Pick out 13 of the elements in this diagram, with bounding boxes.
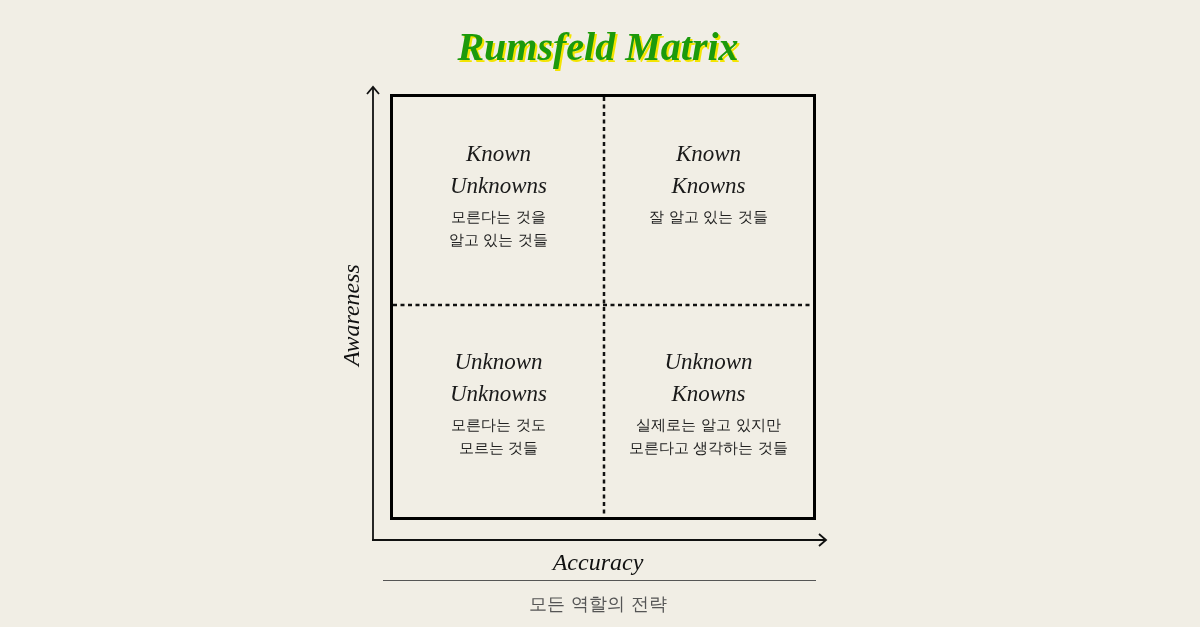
axis-label: Awareness bbox=[337, 264, 365, 366]
title: Rumsfeld Matrix bbox=[457, 23, 739, 71]
quadrant-title: Unknown Unknowns bbox=[449, 348, 548, 408]
quadrant-title: Known Unknowns bbox=[449, 140, 548, 200]
quadrant-description: 모른다는 것도 모르는 것들 bbox=[450, 415, 547, 459]
quadrant-description: 모른다는 것을 알고 있는 것들 bbox=[447, 207, 550, 251]
axis-label: Accuracy bbox=[552, 548, 644, 577]
matrix-frame bbox=[390, 94, 816, 520]
quadrant-title: Known Knowns bbox=[671, 140, 746, 200]
quadrant-description: 실제로는 알고 있지만 모른다고 생각하는 것들 bbox=[627, 415, 790, 459]
quadrant-description: 잘 알고 있는 것들 bbox=[648, 207, 769, 228]
quadrant-title: Unknown Knowns bbox=[664, 348, 753, 408]
caption: 모든 역할의 전략 bbox=[529, 592, 667, 616]
